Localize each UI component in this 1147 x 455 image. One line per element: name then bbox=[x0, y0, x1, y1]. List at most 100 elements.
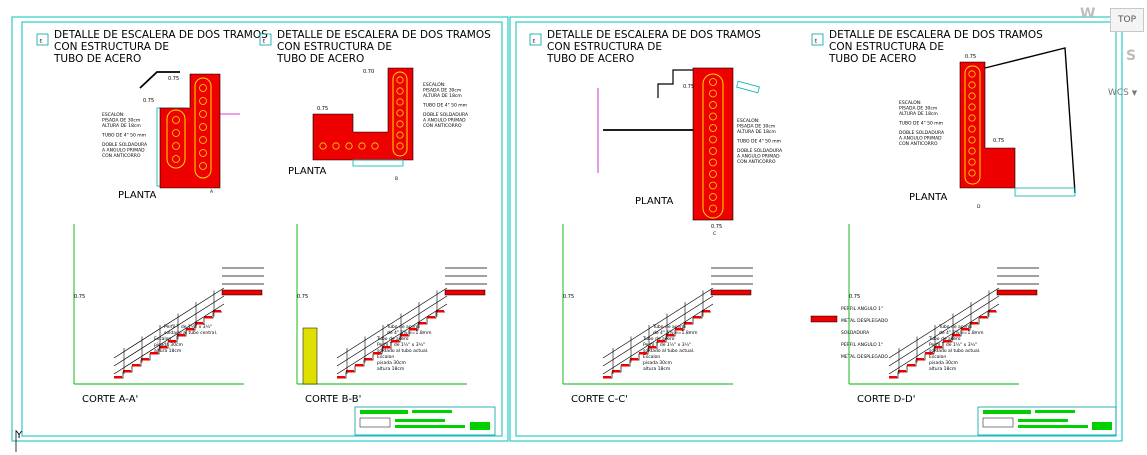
tread bbox=[168, 340, 176, 343]
step-mark bbox=[709, 89, 717, 98]
plan-note: ALTURA DE 18cm bbox=[423, 93, 462, 99]
handrail bbox=[336, 287, 448, 359]
step-mark bbox=[968, 114, 976, 122]
tread bbox=[684, 322, 692, 325]
handrail bbox=[888, 287, 1000, 359]
wall-outline bbox=[984, 47, 1076, 194]
section-note: altura 18cm bbox=[929, 366, 956, 372]
step-mark bbox=[199, 123, 207, 131]
tread bbox=[621, 364, 629, 367]
section-note: soldado al tubo actual. bbox=[929, 348, 980, 354]
step-mark bbox=[199, 136, 207, 144]
plan-label: PLANTA bbox=[635, 196, 673, 207]
step-mark bbox=[345, 142, 353, 150]
hatched-wall bbox=[302, 327, 318, 385]
step-mark bbox=[968, 125, 976, 133]
tread bbox=[123, 370, 131, 373]
tread bbox=[898, 370, 906, 373]
plan-note: DOBLE SOLDADURA bbox=[423, 112, 469, 118]
section-note: Tubo de acero bbox=[938, 324, 971, 330]
detail-badge bbox=[36, 33, 49, 46]
viewcube-top-face[interactable]: TOP bbox=[1110, 8, 1144, 32]
section-note: Tubo de acero bbox=[376, 336, 409, 342]
section-note: Tubo de acero bbox=[652, 324, 685, 330]
viewcube-west-label[interactable]: W bbox=[1080, 6, 1096, 22]
plan-label: PLANTA bbox=[288, 166, 326, 177]
step-mark bbox=[709, 170, 717, 178]
aux-detail: PERFIL ANGULO 1"METAL DESPLEGADOSOLDADUR… bbox=[810, 306, 888, 360]
step-mark bbox=[968, 136, 976, 144]
section-note: Escalon bbox=[643, 354, 660, 360]
tread bbox=[382, 346, 390, 349]
detail-badge bbox=[259, 33, 272, 46]
tread bbox=[213, 310, 221, 313]
aux-note: PERFIL ANGULO 1" bbox=[841, 342, 883, 348]
landing-slab bbox=[444, 289, 486, 296]
landing-slab bbox=[221, 289, 263, 296]
dim-label: 0.75 bbox=[683, 84, 694, 90]
tread bbox=[666, 334, 674, 337]
section-note: soldado al tubo actual. bbox=[377, 348, 428, 354]
handrail bbox=[113, 295, 225, 367]
plan-note: CON ANTICORRO bbox=[899, 141, 938, 147]
step-mark bbox=[371, 142, 379, 150]
tread bbox=[427, 316, 435, 319]
plan-note: DOBLE SOLDADURA bbox=[737, 148, 783, 154]
slab-outline bbox=[139, 71, 180, 89]
viewcube-south-label[interactable]: S bbox=[1126, 48, 1137, 64]
detail-badge bbox=[811, 33, 824, 46]
plan-note: CON ANTICORRO bbox=[102, 153, 141, 159]
step-mark bbox=[968, 92, 976, 100]
section-note: Tubo de acero bbox=[642, 336, 675, 342]
tread bbox=[186, 328, 194, 331]
wcs-label: WCS bbox=[1108, 88, 1129, 98]
tread bbox=[934, 346, 942, 349]
tread bbox=[177, 334, 185, 337]
section-cut-label: CORTE A-A' bbox=[82, 394, 138, 405]
wcs-menu[interactable]: WCS ▼ bbox=[1108, 88, 1137, 98]
section-cut-label: CORTE B-B' bbox=[305, 394, 361, 405]
detail-badge bbox=[529, 33, 542, 46]
tread bbox=[418, 322, 426, 325]
plan-note: A ANGULO PRIMAD bbox=[423, 118, 466, 124]
plan-note: CON ANTICORRO bbox=[423, 123, 462, 129]
tube-path bbox=[392, 71, 408, 157]
plan-note: ESCALON: bbox=[102, 112, 125, 118]
detail-title-line: DETALLE DE ESCALERA DE DOS TRAMOS bbox=[829, 29, 1043, 41]
step-mark bbox=[709, 112, 717, 121]
aux-note: PERFIL ANGULO 1" bbox=[841, 306, 883, 312]
tread bbox=[373, 352, 381, 355]
detail-title-line: CON ESTRUCTURA DE bbox=[54, 41, 169, 53]
tread bbox=[159, 346, 167, 349]
tread bbox=[612, 370, 620, 373]
section-note: pisada 30cm bbox=[929, 360, 958, 366]
section-note: soldado al tubo actual. bbox=[643, 348, 694, 354]
plan-note: ESCALON: bbox=[899, 100, 922, 106]
plan-note: PISADA DE 30cm bbox=[737, 124, 775, 130]
chevron-down-icon: ▼ bbox=[1131, 89, 1138, 97]
tread bbox=[639, 352, 647, 355]
wall-outline bbox=[657, 69, 693, 98]
section-cut-label: CORTE C-C' bbox=[571, 394, 628, 405]
aux-note: METAL DESPLEGADO bbox=[841, 318, 888, 324]
step-mark bbox=[709, 193, 717, 201]
step-mark bbox=[968, 158, 976, 166]
plan-label: PLANTA bbox=[909, 192, 947, 203]
step-mark bbox=[396, 98, 404, 106]
plan-note: TUBO DE 4" 50 mm bbox=[898, 121, 943, 127]
plan-note: PISADA DE 30cm bbox=[899, 106, 937, 112]
ucs-y-label: Y bbox=[15, 430, 23, 441]
tread bbox=[400, 334, 408, 337]
plan-note: ALTURA DE 18cm bbox=[899, 111, 938, 117]
handrail bbox=[336, 303, 448, 375]
cut-mark: A bbox=[210, 189, 214, 195]
tread bbox=[979, 316, 987, 319]
section-note: Tubo de acero bbox=[928, 336, 961, 342]
plan-note: TUBO DE 4" 50 mm bbox=[736, 139, 781, 145]
plan-note: CON ANTICORRO bbox=[737, 159, 776, 165]
